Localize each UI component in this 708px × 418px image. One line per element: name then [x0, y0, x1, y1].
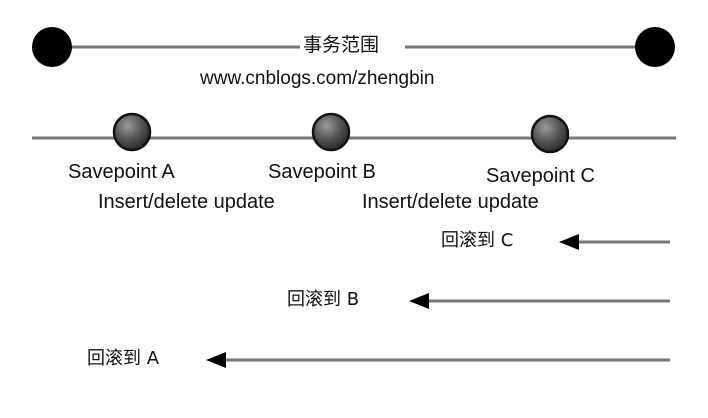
- rollback-b-label: 回滚到 B: [287, 289, 360, 310]
- savepoint-c-label: Savepoint C: [486, 165, 595, 187]
- rollback-c-arrowhead: [559, 234, 579, 250]
- savepoint-b-label: Savepoint B: [268, 161, 376, 183]
- savepoint-b-marker: [311, 112, 351, 152]
- rollback-a-arrowhead: [206, 352, 226, 368]
- watermark-url: www.cnblogs.com/zhengbin: [200, 68, 435, 89]
- savepoint-a-label: Savepoint A: [68, 161, 175, 183]
- savepoint-c-marker: [530, 114, 570, 154]
- savepoint-a-operation: Insert/delete update: [98, 191, 275, 213]
- transaction-scope-label: 事务范围: [303, 34, 380, 56]
- rollback-c-label: 回滚到 C: [441, 230, 514, 251]
- savepoint-b-operation: Insert/delete update: [362, 191, 539, 213]
- rollback-a-label: 回滚到 A: [87, 348, 160, 369]
- savepoint-a-marker: [112, 112, 152, 152]
- transaction-start-endpoint: [32, 27, 72, 67]
- transaction-end-endpoint: [635, 27, 675, 67]
- rollback-b-arrowhead: [409, 293, 429, 309]
